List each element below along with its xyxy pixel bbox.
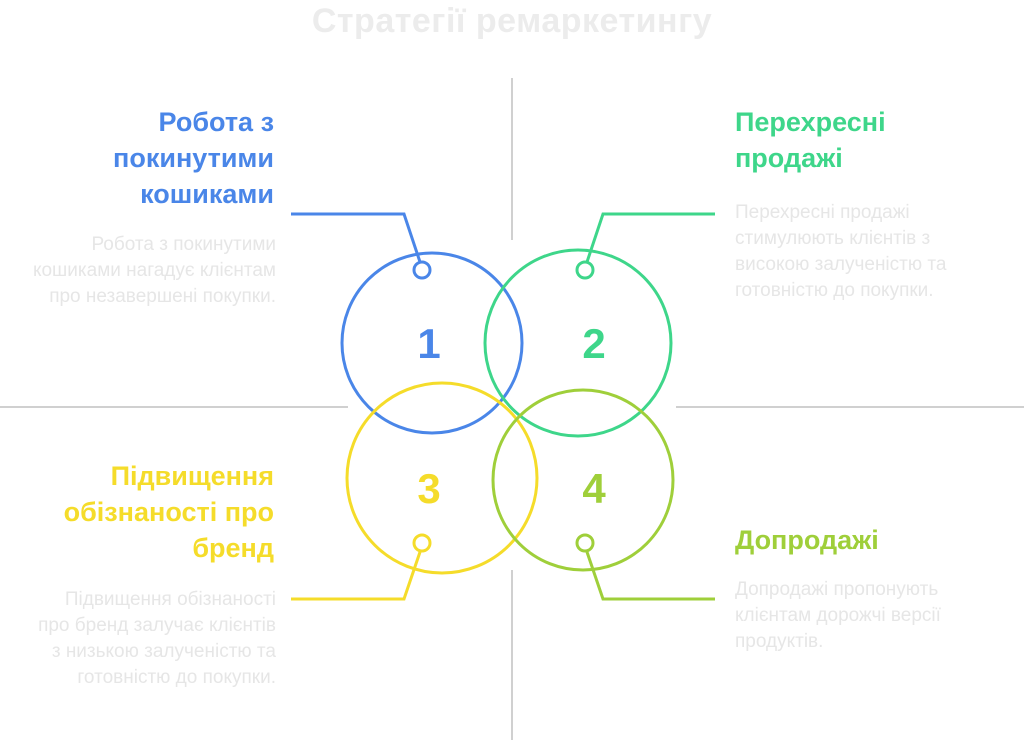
number-2: 2 xyxy=(582,320,605,367)
connector-2 xyxy=(585,212,715,263)
description-upselling: Допродажі пропонують клієнтам дорожчі ве… xyxy=(735,579,941,652)
connector-1 xyxy=(291,212,422,263)
description-brand-awareness: Підвищення обізнаності про бренд залучає… xyxy=(38,589,276,688)
connector-dot-2 xyxy=(575,260,595,280)
heading-cross-selling: Перехресні продажі xyxy=(735,107,886,173)
connector-3 xyxy=(291,551,422,601)
connector-dot-3 xyxy=(412,533,432,553)
number-4: 4 xyxy=(582,465,606,512)
circle-4 xyxy=(491,388,675,572)
heading-abandoned-carts: Робота з покинутими кошиками xyxy=(113,107,274,209)
circle-1 xyxy=(340,251,524,435)
description-abandoned-carts: Робота з покинутими кошиками нагадує клі… xyxy=(32,234,276,307)
heading-upselling: Допродажі xyxy=(735,525,879,555)
description-cross-selling: Перехресні продажі стимулюють клієнтів з… xyxy=(735,202,947,301)
number-1: 1 xyxy=(417,320,440,367)
number-3: 3 xyxy=(417,465,440,512)
circle-2 xyxy=(483,248,673,438)
connector-4 xyxy=(585,551,715,601)
circle-3 xyxy=(345,381,539,575)
diagram-title: Стратегії ремаркетингу xyxy=(311,2,713,40)
heading-brand-awareness: Підвищення обізнаності про бренд xyxy=(63,461,274,563)
connector-dot-1 xyxy=(412,260,432,280)
connector-dot-4 xyxy=(575,533,595,553)
